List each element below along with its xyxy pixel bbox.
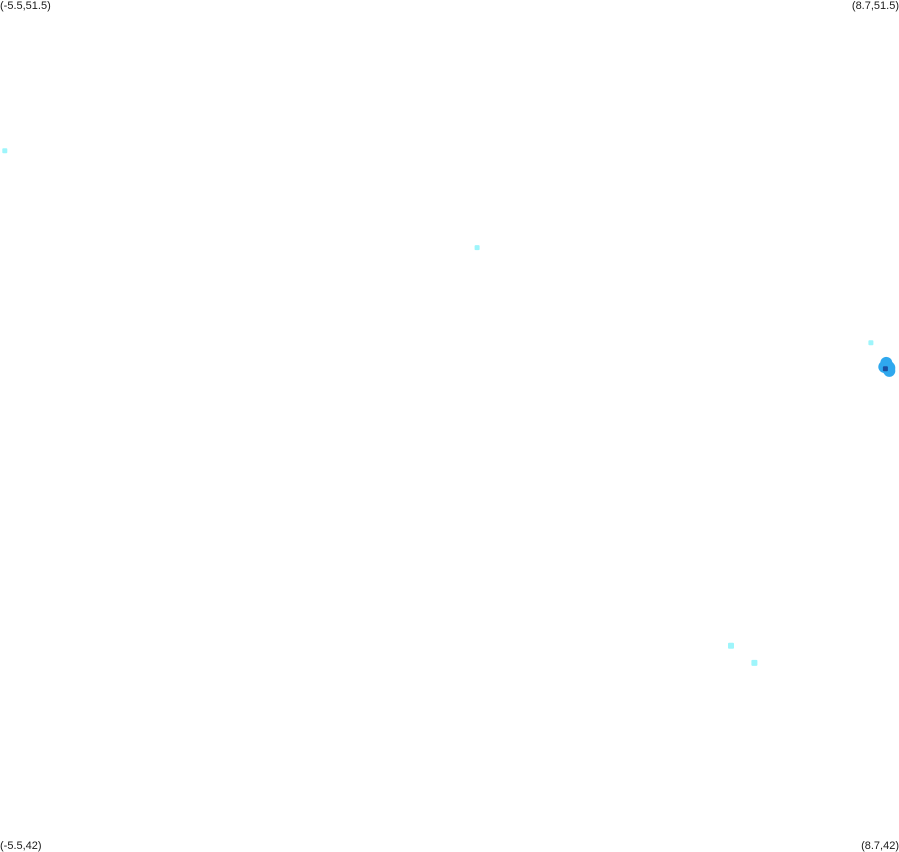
corner-label-top-left: (-5.5,51.5) — [0, 0, 51, 12]
density-core-point — [882, 366, 888, 372]
density-point — [868, 340, 874, 346]
density-point — [2, 148, 8, 154]
corner-label-top-right: (8.7,51.5) — [851, 0, 899, 12]
density-point — [728, 642, 734, 649]
density-point — [751, 659, 758, 666]
corner-label-bottom-right: (8.7,42) — [861, 840, 899, 852]
corner-label-bottom-left: (-5.5,42) — [0, 840, 42, 852]
density-point — [474, 245, 480, 251]
